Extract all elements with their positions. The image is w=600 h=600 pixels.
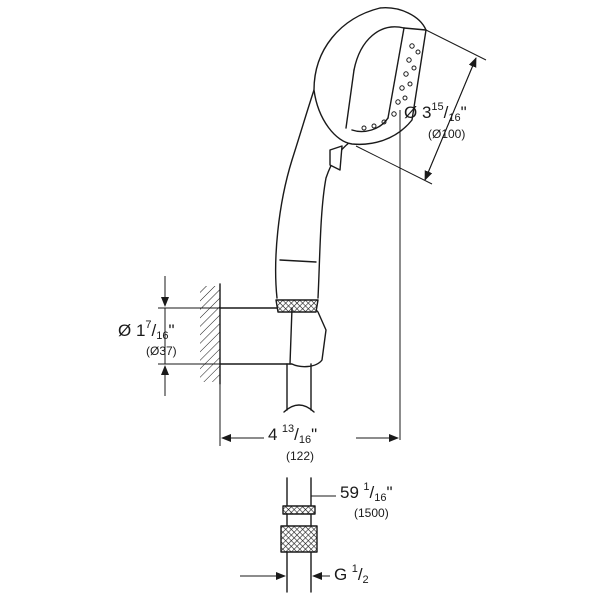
wall [200, 283, 221, 385]
holder-diameter-label: Ø 17/16" [118, 319, 175, 342]
hose-length-metric: (1500) [354, 506, 389, 520]
holder-diameter-metric: (Ø37) [146, 344, 177, 358]
projection-label: 4 13/16" [268, 423, 318, 446]
projection-dimension [219, 384, 399, 446]
head-diameter-dimension [355, 29, 487, 185]
head-diameter-label: Ø 315/16" [404, 101, 467, 124]
hose-fitting [280, 477, 318, 593]
wall-holder [219, 299, 327, 368]
hose-upper [283, 363, 315, 413]
handshower-head [313, 7, 427, 171]
head-diameter-metric: (Ø100) [428, 127, 466, 141]
projection-metric: (122) [286, 449, 315, 463]
thread-label: G 1/2 [334, 563, 369, 586]
holder-diameter-dimension [158, 276, 220, 396]
hose-length-label: 59 1/16" [340, 481, 393, 504]
